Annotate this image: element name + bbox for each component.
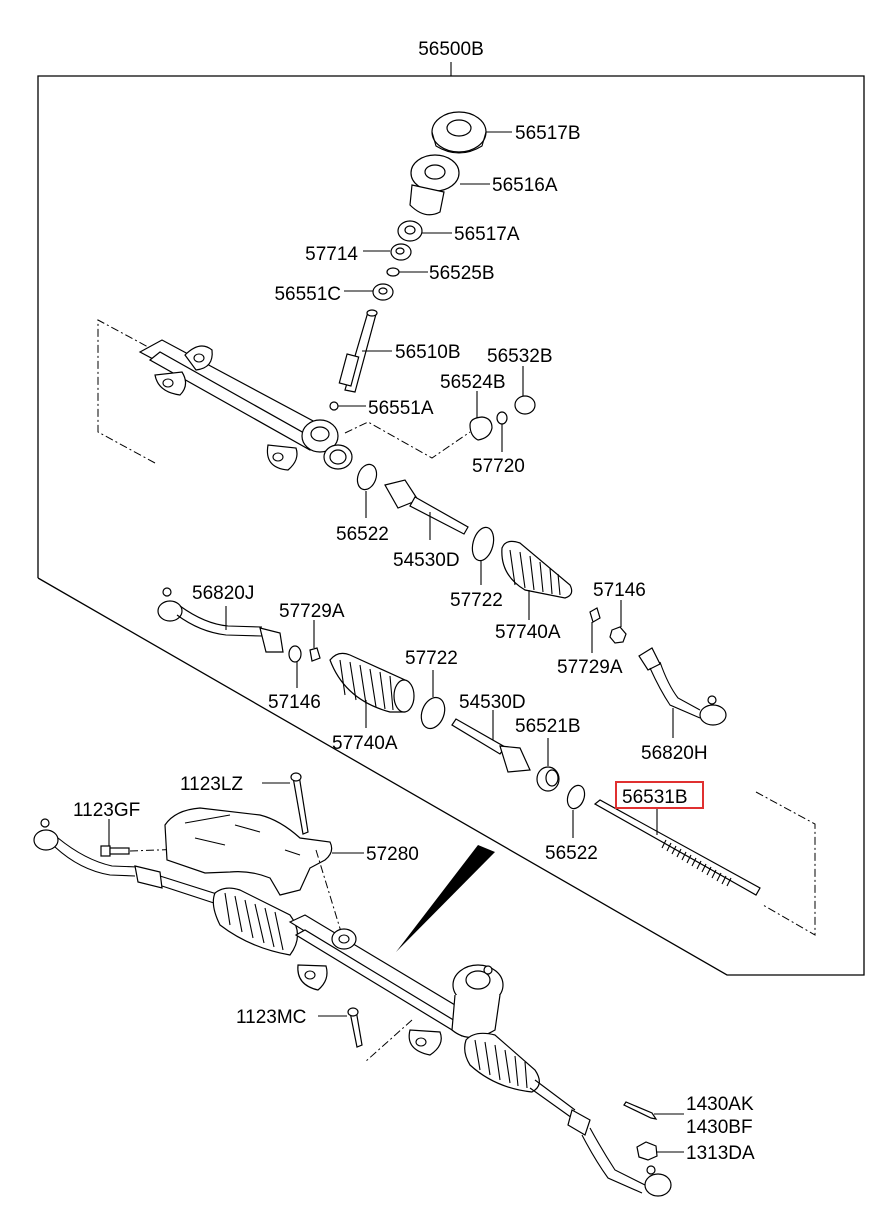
label-57714[interactable]: 57714 bbox=[305, 244, 358, 265]
label-1123MC[interactable]: 1123MC bbox=[236, 1007, 306, 1028]
label-57280[interactable]: 57280 bbox=[366, 844, 419, 865]
label-54530D-lower[interactable]: 54530D bbox=[459, 692, 526, 713]
part-57722-lower[interactable] bbox=[417, 670, 449, 732]
label-57146-right[interactable]: 57146 bbox=[593, 580, 646, 601]
part-1123LZ[interactable] bbox=[262, 772, 309, 835]
label-54530D-upper[interactable]: 54530D bbox=[393, 550, 460, 571]
label-57720[interactable]: 57720 bbox=[472, 456, 525, 477]
part-56517B[interactable] bbox=[431, 111, 512, 154]
label-56551A[interactable]: 56551A bbox=[368, 398, 434, 419]
part-1123GF[interactable] bbox=[100, 819, 186, 857]
part-56516A[interactable] bbox=[409, 154, 490, 216]
part-57740A-upper[interactable] bbox=[501, 540, 573, 620]
label-57722-lower[interactable]: 57722 bbox=[405, 648, 458, 669]
part-56522-upper[interactable] bbox=[354, 462, 380, 518]
part-56531B[interactable] bbox=[593, 791, 816, 936]
highlight-box bbox=[615, 781, 704, 809]
part-57280[interactable] bbox=[164, 807, 364, 936]
label-57729A-left[interactable]: 57729A bbox=[279, 601, 345, 622]
assembly-frame bbox=[37, 62, 865, 976]
label-56517B[interactable]: 56517B bbox=[515, 123, 581, 144]
label-56524B[interactable]: 56524B bbox=[440, 372, 506, 393]
part-56521B[interactable] bbox=[536, 738, 560, 792]
part-57740A-lower[interactable] bbox=[329, 652, 415, 728]
part-1313DA[interactable] bbox=[636, 1141, 684, 1161]
part-56820H[interactable] bbox=[638, 647, 727, 738]
label-57146-left[interactable]: 57146 bbox=[268, 692, 321, 713]
upper-rack-housing bbox=[97, 319, 471, 471]
part-57714[interactable] bbox=[363, 243, 412, 261]
label-56522-lower[interactable]: 56522 bbox=[545, 843, 598, 864]
part-56820J[interactable] bbox=[157, 587, 284, 653]
label-56517A[interactable]: 56517A bbox=[454, 224, 520, 245]
label-1430AK[interactable]: 1430AK bbox=[686, 1094, 754, 1115]
part-57729A-left[interactable] bbox=[309, 620, 321, 662]
label-56820H[interactable]: 56820H bbox=[641, 743, 708, 764]
part-56525B[interactable] bbox=[386, 267, 428, 277]
part-57729A-right[interactable] bbox=[589, 607, 601, 653]
label-1313DA[interactable]: 1313DA bbox=[686, 1143, 755, 1164]
label-56521B[interactable]: 56521B bbox=[515, 716, 581, 737]
label-57722-upper[interactable]: 57722 bbox=[450, 590, 503, 611]
part-56517A[interactable] bbox=[397, 220, 452, 242]
label-1123LZ[interactable]: 1123LZ bbox=[180, 774, 243, 795]
part-56510B[interactable] bbox=[338, 309, 392, 393]
label-56516A[interactable]: 56516A bbox=[492, 175, 558, 196]
part-56524B[interactable] bbox=[469, 391, 493, 441]
part-56532B[interactable] bbox=[514, 366, 536, 415]
part-57146-right[interactable] bbox=[609, 600, 627, 644]
label-56522-upper[interactable]: 56522 bbox=[336, 524, 389, 545]
part-57720[interactable] bbox=[496, 411, 508, 452]
part-57722-upper[interactable] bbox=[469, 525, 497, 585]
part-57146-left[interactable] bbox=[288, 645, 302, 688]
part-1123MC[interactable] bbox=[318, 1007, 363, 1048]
part-56551C[interactable] bbox=[344, 283, 394, 301]
part-56522-lower[interactable] bbox=[564, 783, 587, 838]
label-57740A-upper[interactable]: 57740A bbox=[495, 622, 561, 643]
label-1123GF[interactable]: 1123GF bbox=[73, 800, 140, 821]
label-57740A-lower[interactable]: 57740A bbox=[332, 733, 398, 754]
label-56531B[interactable]: 56531B bbox=[622, 787, 688, 808]
label-56820J[interactable]: 56820J bbox=[192, 583, 254, 604]
label-56510B[interactable]: 56510B bbox=[395, 342, 461, 363]
assembly-label[interactable]: 56500B bbox=[418, 39, 484, 60]
direction-arrow-icon bbox=[396, 845, 495, 952]
part-56551A[interactable] bbox=[329, 401, 366, 411]
label-57729A-right[interactable]: 57729A bbox=[557, 657, 623, 678]
label-56532B[interactable]: 56532B bbox=[487, 346, 553, 367]
lower-rack-assembly bbox=[33, 818, 672, 1197]
part-54530D-upper[interactable] bbox=[384, 479, 469, 540]
part-1430AK[interactable] bbox=[623, 1101, 684, 1120]
label-56525B[interactable]: 56525B bbox=[429, 263, 495, 284]
label-1430BF[interactable]: 1430BF bbox=[686, 1117, 753, 1138]
part-54530D-lower[interactable] bbox=[451, 710, 531, 773]
label-56551C[interactable]: 56551C bbox=[274, 284, 341, 305]
